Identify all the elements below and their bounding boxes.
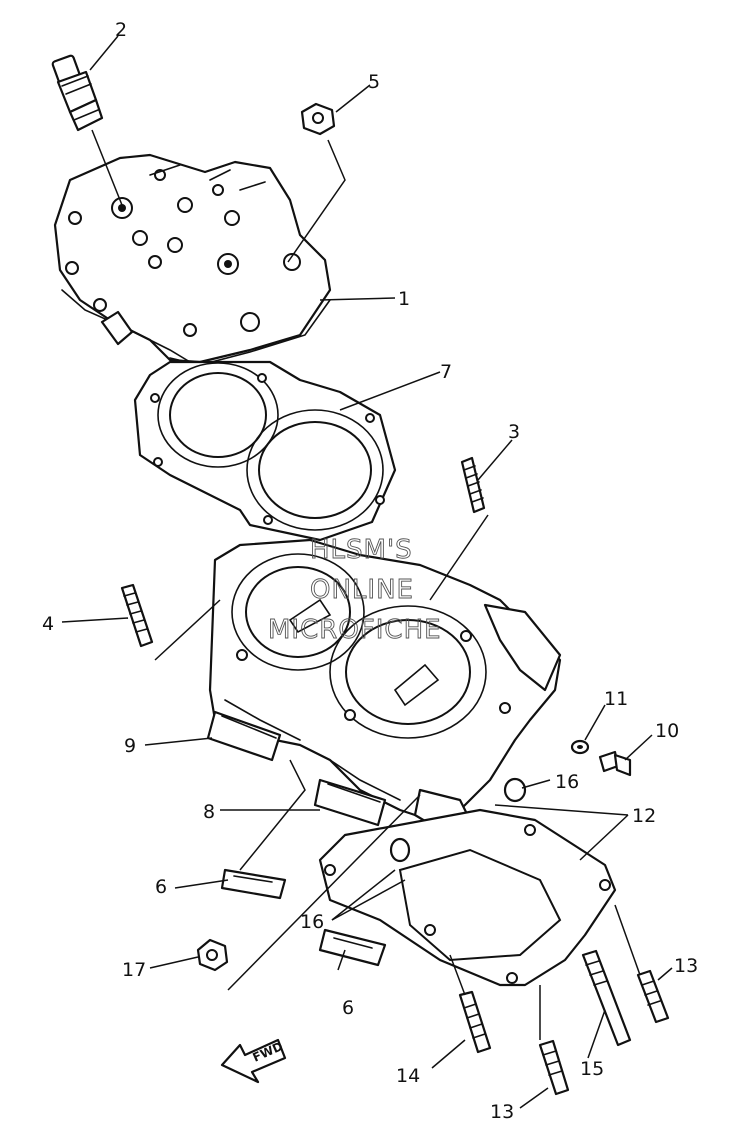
stud-part-3[interactable] xyxy=(460,456,486,514)
callout-15: 15 xyxy=(580,1058,604,1080)
exhaust-flange-part-8[interactable] xyxy=(313,778,387,827)
cylinder-block-part[interactable] xyxy=(208,538,562,832)
callout-5: 5 xyxy=(368,71,380,93)
callout-14: 14 xyxy=(396,1065,420,1087)
callout-7: 7 xyxy=(440,361,452,383)
callout-12: 12 xyxy=(632,805,656,827)
bolt-part-10[interactable] xyxy=(598,750,632,777)
spark-plug-part[interactable] xyxy=(51,54,104,132)
watermark-line-1: HLSM'S xyxy=(310,535,413,565)
watermark-line-3: MICROFICHE xyxy=(268,615,442,645)
exhaust-flange-part-9[interactable] xyxy=(206,710,282,762)
watermark: HLSM'S ONLINE MICROFICHE xyxy=(268,535,442,646)
callout-16a: 16 xyxy=(555,771,579,793)
stud-part-15[interactable] xyxy=(581,949,632,1047)
callout-11: 11 xyxy=(604,688,628,710)
callout-16b: 16 xyxy=(300,911,324,933)
leader-lines xyxy=(61,35,673,1109)
callout-numbers: 2 5 1 7 3 4 11 10 9 16 8 12 6 16 17 13 6… xyxy=(42,19,698,1123)
exhaust-gasket-part-6a[interactable] xyxy=(220,868,287,900)
nut-part[interactable] xyxy=(300,102,336,136)
callout-8: 8 xyxy=(203,801,215,823)
stud-part-14[interactable] xyxy=(458,990,492,1054)
callout-13b: 13 xyxy=(490,1101,514,1123)
callout-2: 2 xyxy=(115,19,127,41)
callout-3: 3 xyxy=(508,421,520,443)
stud-part-13b[interactable] xyxy=(538,1039,570,1096)
head-gasket-part[interactable] xyxy=(133,360,397,542)
callout-6a: 6 xyxy=(155,876,167,898)
callout-4: 4 xyxy=(42,613,54,635)
stud-part-4[interactable] xyxy=(120,583,154,648)
nut-part-17[interactable] xyxy=(196,938,229,972)
callout-6b: 6 xyxy=(342,997,354,1019)
callout-1: 1 xyxy=(398,288,410,310)
exhaust-gasket-part-6b[interactable] xyxy=(318,928,387,967)
watermark-line-2: ONLINE xyxy=(310,575,414,605)
washer-part-11[interactable] xyxy=(570,739,590,755)
dowel-pin-part-16a[interactable] xyxy=(503,777,527,803)
callout-17: 17 xyxy=(122,959,146,981)
callout-9: 9 xyxy=(124,735,136,757)
callout-13a: 13 xyxy=(674,955,698,977)
callout-10: 10 xyxy=(655,720,679,742)
fwd-arrow-icon: FWD xyxy=(220,1038,287,1084)
cylinder-head-part[interactable] xyxy=(53,153,332,366)
dowel-pin-part-16b[interactable] xyxy=(389,837,411,863)
stud-part-13a[interactable] xyxy=(636,969,670,1024)
